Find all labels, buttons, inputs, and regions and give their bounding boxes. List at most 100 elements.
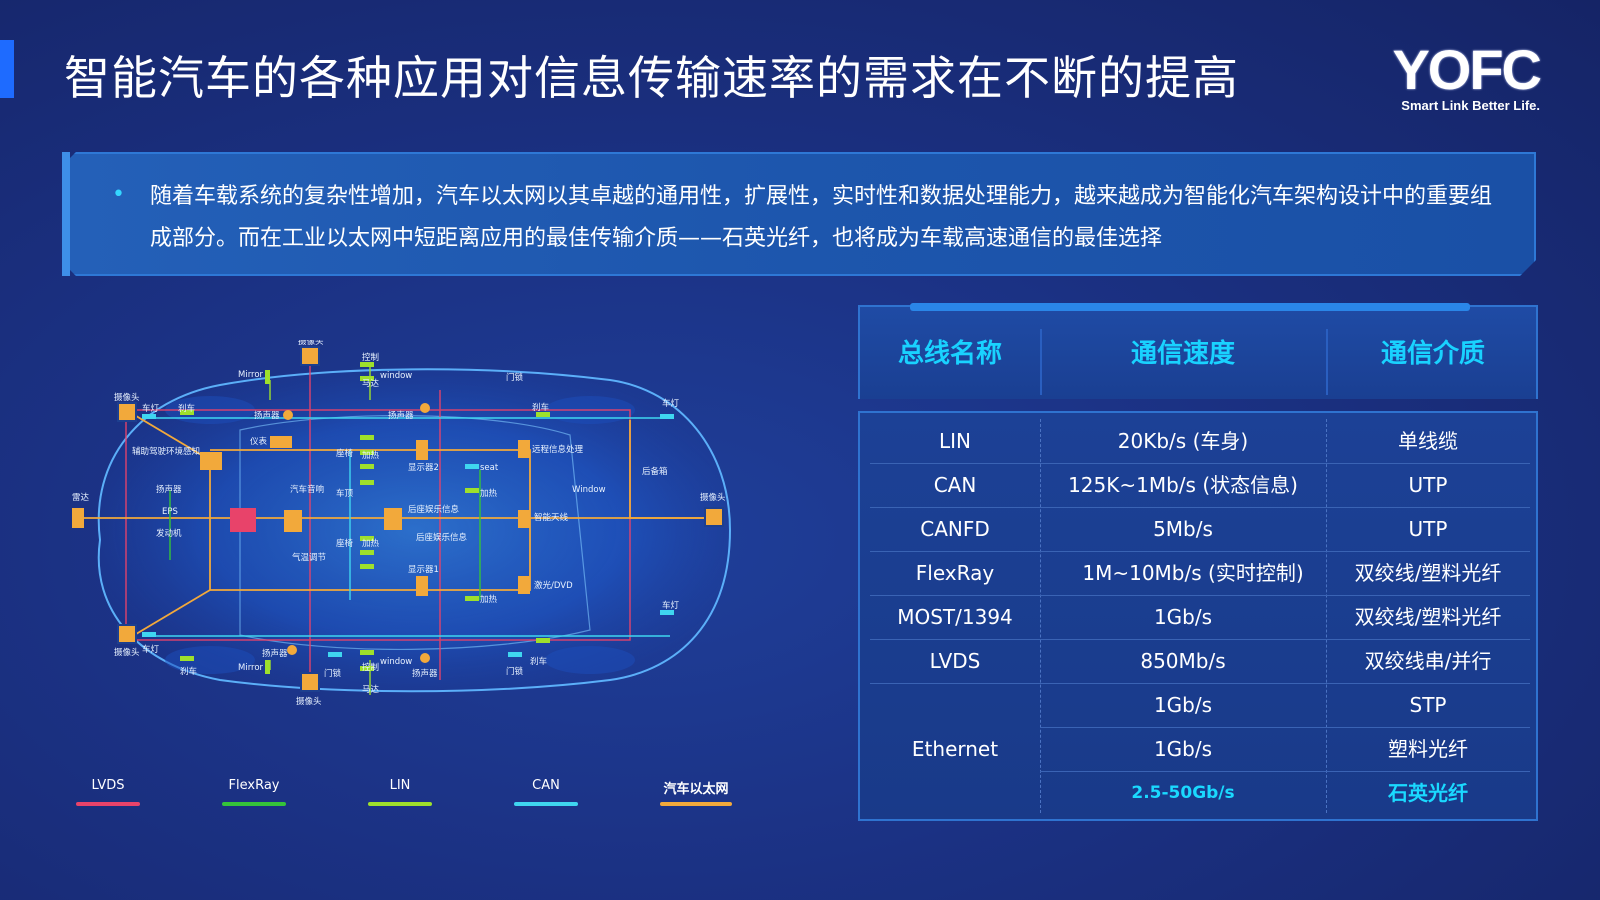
legend-swatch bbox=[222, 802, 286, 806]
label-control-bottom: 控制 bbox=[362, 662, 379, 673]
title-accent-bar bbox=[0, 40, 14, 98]
label-engine: 发动机 bbox=[156, 528, 182, 539]
legend-label: LVDS bbox=[91, 778, 125, 793]
label-seat-en: seat bbox=[480, 463, 499, 473]
cell-medium: UTP bbox=[1408, 473, 1448, 497]
cell-speed: 1M~10Mb/s (实时控制) bbox=[1082, 561, 1304, 585]
table-row: MOST/1394 1Gb/s 双绞线/塑料光纤 bbox=[870, 595, 1530, 640]
label-mirror-top: Mirror bbox=[238, 370, 264, 380]
cell-medium: STP bbox=[1409, 693, 1447, 717]
label-control-top: 控制 bbox=[362, 352, 379, 363]
label-camera-left-bottom: 摄像头 bbox=[114, 647, 140, 658]
label-speaker-1: 扬声器 bbox=[254, 410, 280, 421]
label-speaker-5: 扬声器 bbox=[412, 668, 438, 679]
cell-medium: 石英光纤 bbox=[1388, 781, 1468, 805]
label-display2: 显示器2 bbox=[408, 463, 439, 473]
bullet-icon: • bbox=[112, 182, 125, 207]
cell-speed: 125K~1Mb/s (状态信息) bbox=[1068, 473, 1298, 497]
logo-tagline: Smart Link Better Life. bbox=[1401, 98, 1540, 113]
label-vehicle: 车顶 bbox=[336, 488, 354, 499]
cell-medium: UTP bbox=[1408, 517, 1448, 541]
label-mirror-bottom: Mirror bbox=[238, 663, 264, 673]
column-divider bbox=[1040, 419, 1041, 813]
car-network-diagram: 摄像头 摄像头 摄像头 摄像头 摄像头 控制 window Mirror 马达 … bbox=[72, 340, 732, 707]
cell-medium: 双绞线/塑料光纤 bbox=[1354, 561, 1502, 585]
legend-swatch bbox=[514, 802, 578, 806]
yofc-logo: YOFC Smart Link Better Life. bbox=[1392, 42, 1542, 114]
intro-panel-edge bbox=[62, 152, 70, 276]
cell-bus-name: LIN bbox=[938, 429, 971, 453]
legend-swatch bbox=[76, 802, 140, 806]
label-heat-3: 加热 bbox=[362, 538, 380, 549]
cell-bus-name: FlexRay bbox=[915, 561, 995, 585]
table-row: CAN 125K~1Mb/s (状态信息) UTP bbox=[870, 463, 1530, 508]
flexray-lines bbox=[169, 470, 481, 600]
cell-speed: 5Mb/s bbox=[1153, 517, 1213, 541]
intro-text: 随着车载系统的复杂性增加，汽车以太网以其卓越的通用性，扩展性，实时性和数据处理能… bbox=[150, 184, 1493, 251]
header-speed: 通信速度 bbox=[1130, 339, 1235, 369]
lvds-lines bbox=[125, 360, 631, 690]
label-headlight-bottom-right: 车灯 bbox=[662, 600, 680, 611]
label-brake-top-right: 刹车 bbox=[532, 402, 549, 413]
legend-label: FlexRay bbox=[228, 778, 280, 793]
label-radar: 雷达 bbox=[72, 492, 90, 503]
cell-speed: 2.5-50Gb/s bbox=[1131, 783, 1235, 803]
header-divider bbox=[1326, 329, 1328, 395]
legend-swatch bbox=[368, 802, 432, 806]
label-window-top: window bbox=[380, 371, 412, 381]
table-row: LVDS 850Mb/s 双绞线串/并行 bbox=[870, 639, 1530, 684]
cell-bus-name: MOST/1394 bbox=[897, 605, 1013, 629]
intro-panel: • 随着车载系统的复杂性增加，汽车以太网以其卓越的通用性，扩展性，实时性和数据处… bbox=[62, 152, 1536, 276]
cell-bus-name: CAN bbox=[933, 473, 977, 497]
header-divider bbox=[1040, 329, 1042, 395]
table-body: LIN 20Kb/s (车身) 单线缆 CAN 125K~1Mb/s (状态信息… bbox=[858, 411, 1538, 821]
bus-legend: LVDS FlexRay LIN CAN 汽车以太网 bbox=[76, 778, 736, 818]
car-wheel-front-right bbox=[165, 646, 255, 674]
label-dvd: 激光/DVD bbox=[534, 580, 573, 591]
cell-medium: 单线缆 bbox=[1398, 429, 1458, 453]
legend-item-ethernet: 汽车以太网 bbox=[660, 778, 732, 806]
camera-nodes bbox=[117, 346, 724, 692]
legend-swatch bbox=[660, 802, 732, 806]
table-row-highlight: 2.5-50Gb/s 石英光纤 bbox=[1040, 771, 1530, 815]
cell-medium: 双绞线/塑料光纤 bbox=[1354, 605, 1502, 629]
bus-comparison-table: 总线名称 通信速度 通信介质 LIN 20Kb/s (车身) 单线缆 CAN 1… bbox=[858, 303, 1538, 821]
table-row: LIN 20Kb/s (车身) 单线缆 bbox=[870, 419, 1530, 464]
label-heat-2: 加热 bbox=[480, 488, 498, 499]
label-smart-antenna: 智能天线 bbox=[534, 512, 569, 523]
label-telematics: 远程信息处理 bbox=[532, 444, 584, 455]
cell-medium: 双绞线串/并行 bbox=[1364, 649, 1492, 673]
label-rear-window: Window bbox=[572, 485, 606, 495]
legend-item-lin: LIN bbox=[368, 778, 432, 806]
label-headlight-top-left: 车灯 bbox=[142, 403, 160, 414]
label-tail: 后备箱 bbox=[642, 466, 668, 477]
label-brake-bottom-right: 刹车 bbox=[530, 656, 547, 667]
label-speaker-2: 扬声器 bbox=[388, 410, 414, 421]
cell-medium: 塑料光纤 bbox=[1388, 737, 1468, 761]
can-module-nodes bbox=[142, 414, 674, 657]
label-camera-top: 摄像头 bbox=[298, 340, 324, 347]
cell-speed: 850Mb/s bbox=[1140, 649, 1226, 673]
label-speaker-3: 扬声器 bbox=[156, 484, 182, 495]
label-heat-1: 加热 bbox=[362, 450, 380, 461]
label-eps: EPS bbox=[162, 507, 178, 517]
label-door-lock-bottom: 门锁 bbox=[324, 668, 342, 679]
label-heat-4: 加热 bbox=[480, 594, 498, 605]
label-motor-bottom: 马达 bbox=[362, 684, 380, 695]
cell-bus-name: CANFD bbox=[920, 517, 990, 541]
legend-label: 汽车以太网 bbox=[663, 782, 729, 797]
speaker-nodes bbox=[283, 403, 430, 663]
label-speaker-4: 扬声器 bbox=[262, 648, 288, 659]
cell-bus-name: LVDS bbox=[929, 649, 981, 673]
cell-speed: 1Gb/s bbox=[1153, 737, 1213, 761]
label-camera-bottom: 摄像头 bbox=[296, 696, 322, 707]
label-car-audio: 汽车音响 bbox=[290, 484, 324, 495]
label-brake-bottom-left: 刹车 bbox=[180, 666, 197, 677]
table-header: 总线名称 通信速度 通信介质 bbox=[858, 303, 1538, 399]
label-rear-info-1: 后座娱乐信息 bbox=[408, 504, 460, 515]
cell-bus-name-ethernet: Ethernet bbox=[911, 737, 999, 761]
legend-item-flexray: FlexRay bbox=[222, 778, 286, 806]
table-row: 1Gb/s 塑料光纤 bbox=[1040, 727, 1530, 772]
label-seat-1: 座椅 bbox=[336, 448, 354, 459]
label-instrument: 仪表 bbox=[250, 436, 268, 447]
